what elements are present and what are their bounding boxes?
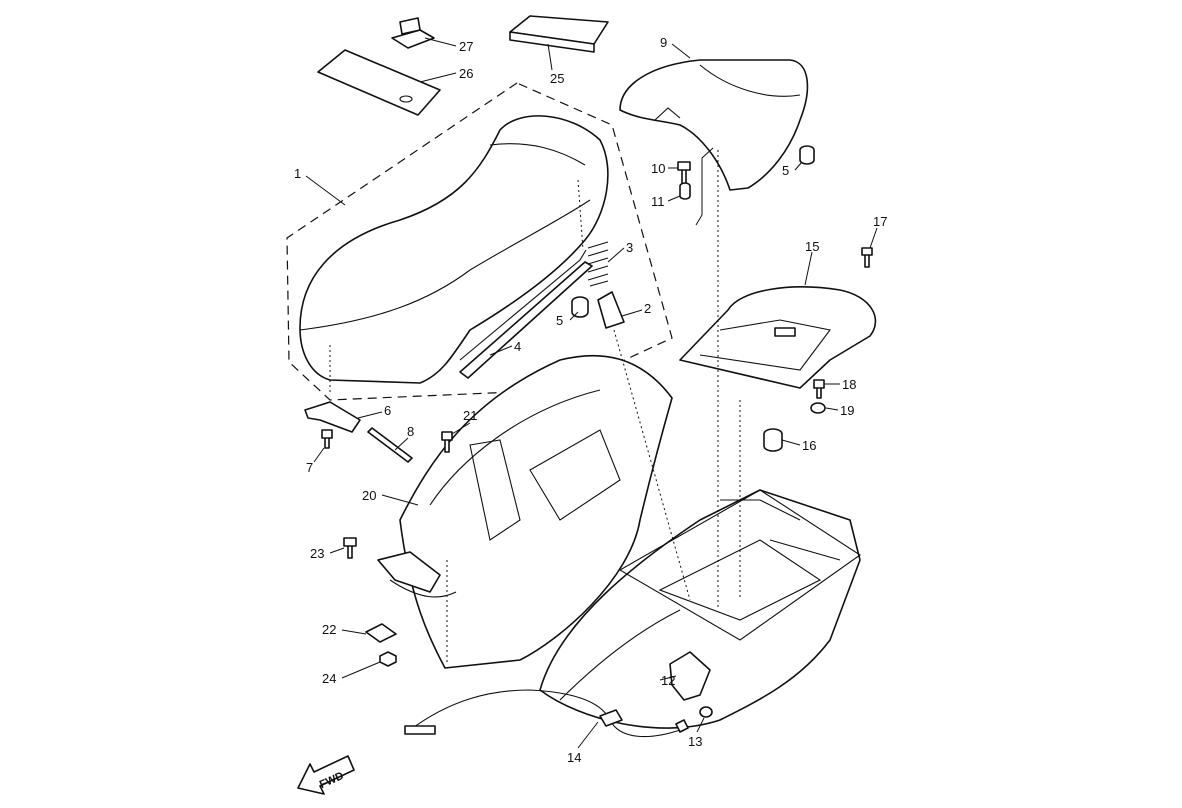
part-23-bolt	[343, 537, 357, 559]
part-15-rear-box	[679, 286, 877, 389]
callout-9: 9	[660, 35, 667, 50]
part-13-nut	[699, 706, 713, 718]
callout-22: 22	[322, 622, 336, 637]
callout-13: 13	[688, 734, 702, 749]
callout-8: 8	[407, 424, 414, 439]
forward-direction-arrow: FWD	[297, 755, 355, 795]
callout-6: 6	[384, 403, 391, 418]
callout-15: 15	[805, 239, 819, 254]
callout-16: 16	[802, 438, 816, 453]
part-6-hinge	[304, 401, 361, 433]
callout-2: 2	[644, 301, 651, 316]
part-26-tray	[317, 49, 441, 116]
seat-assembly-boundary	[286, 82, 673, 401]
callout-7: 7	[306, 460, 313, 475]
part-9-cover	[619, 59, 809, 191]
part-17-bolt	[861, 247, 873, 268]
part-11-collar	[679, 182, 691, 200]
callout-11: 11	[651, 194, 665, 209]
callout-5-right: 5	[782, 163, 789, 178]
callout-18: 18	[842, 377, 856, 392]
callout-25: 25	[550, 71, 564, 86]
part-10-bolt	[677, 161, 691, 185]
callout-12: 12	[661, 673, 675, 688]
part-21-bolt	[441, 431, 453, 453]
part-3-spring	[587, 241, 609, 287]
part-19-nut	[810, 402, 826, 414]
part-20-helmet-box	[399, 354, 673, 669]
part-14-cable	[404, 689, 689, 738]
frame	[539, 489, 861, 729]
callout-3: 3	[626, 240, 633, 255]
callout-5-left: 5	[556, 313, 563, 328]
callout-21: 21	[463, 408, 477, 423]
part-18-bolt	[813, 379, 825, 399]
part-7-bolt	[321, 429, 333, 449]
part-1-seat	[299, 115, 609, 395]
part-27-clip	[391, 17, 435, 49]
callout-26: 26	[459, 66, 473, 81]
part-5-damper	[571, 296, 589, 318]
part-24-nut	[379, 651, 397, 667]
part-16-damper	[763, 428, 783, 452]
callout-14: 14	[567, 750, 581, 765]
callout-20: 20	[362, 488, 376, 503]
part-2-latch	[597, 291, 625, 329]
callout-24: 24	[322, 671, 336, 686]
part-5b-damper	[799, 145, 815, 165]
callout-17: 17	[873, 214, 887, 229]
part-25-manual	[509, 15, 609, 53]
part-4-strap	[459, 261, 593, 379]
part-22-plate	[365, 623, 397, 643]
leader-lines	[305, 37, 878, 749]
part-8-pin	[367, 427, 413, 463]
lock-bracket	[377, 551, 441, 593]
callout-10: 10	[651, 161, 665, 176]
callout-4: 4	[514, 339, 521, 354]
callout-27: 27	[459, 39, 473, 54]
callout-19: 19	[840, 403, 854, 418]
callout-1: 1	[294, 166, 301, 181]
part-12-seat-lock	[669, 651, 711, 701]
callout-23: 23	[310, 546, 324, 561]
